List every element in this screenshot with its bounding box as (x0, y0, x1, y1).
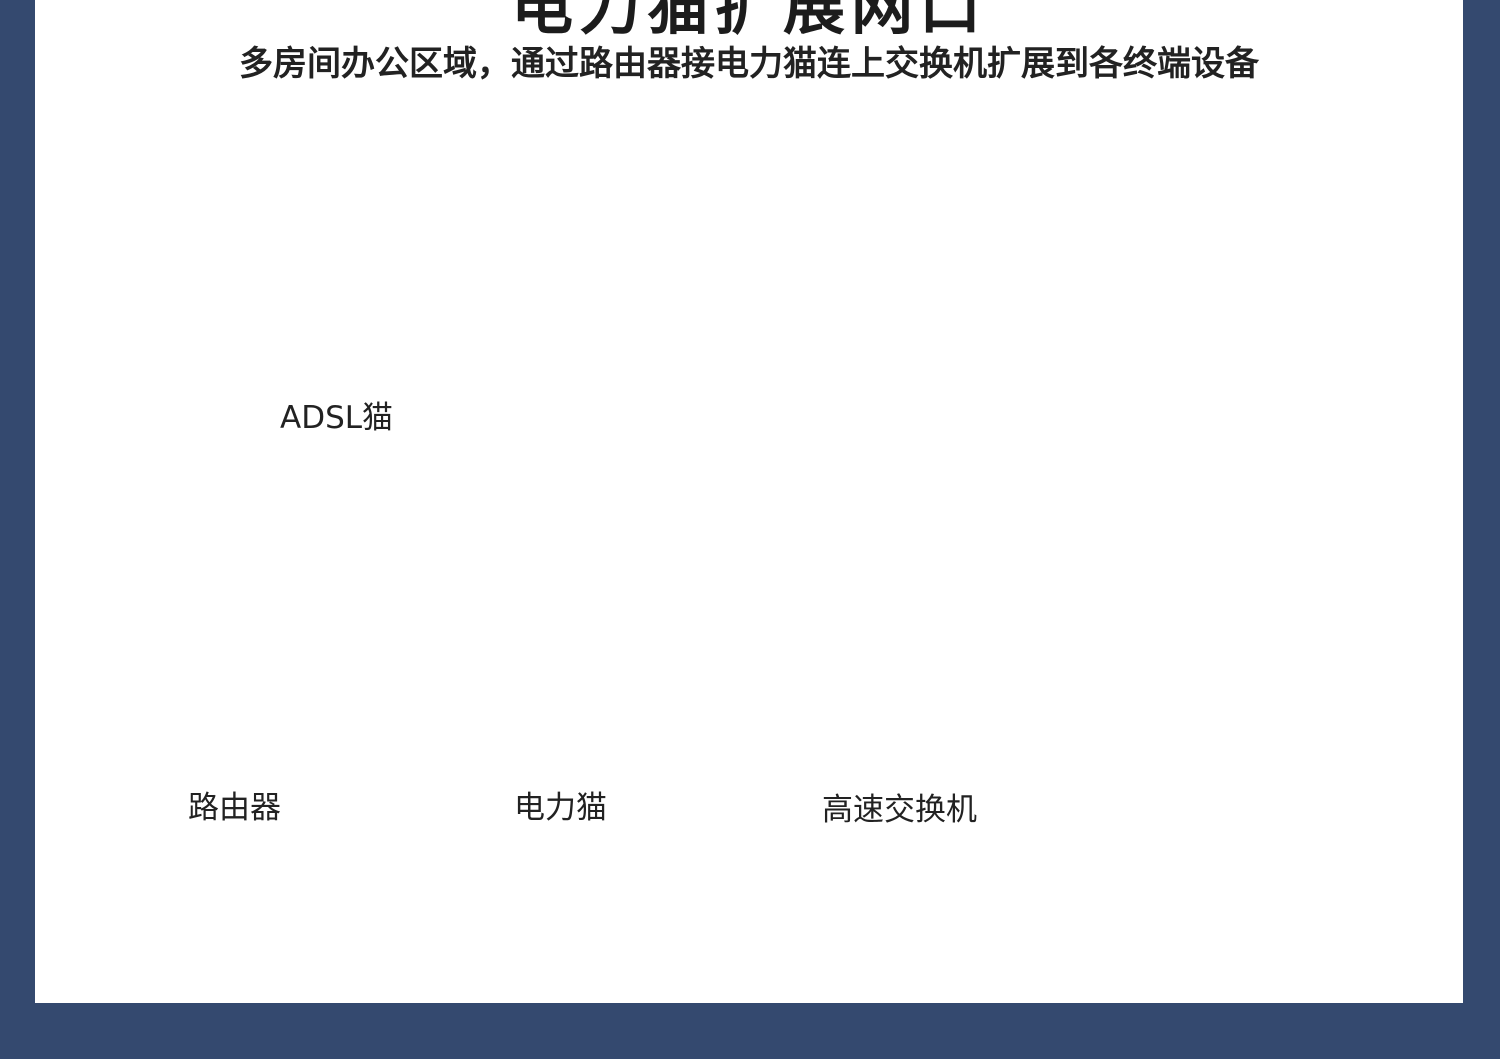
powerline-label: 电力猫 (514, 790, 607, 826)
router-label: 路由器 (188, 790, 281, 826)
switch-label: 高速交换机 (822, 792, 977, 828)
cloud-label: internet (124, 190, 326, 241)
page-subtitle: 多房间办公区域，通过路由器接电力猫连上交换机扩展到各终端设备 (239, 44, 1259, 84)
adsl-label: ADSL猫 (280, 400, 394, 436)
page-title: 电力猫扩展网口 (510, 0, 987, 43)
content-panel: 电力猫扩展网口 多房间办公区域，通过路由器接电力猫连上交换机扩展到各终端设备 (35, 0, 1463, 1003)
